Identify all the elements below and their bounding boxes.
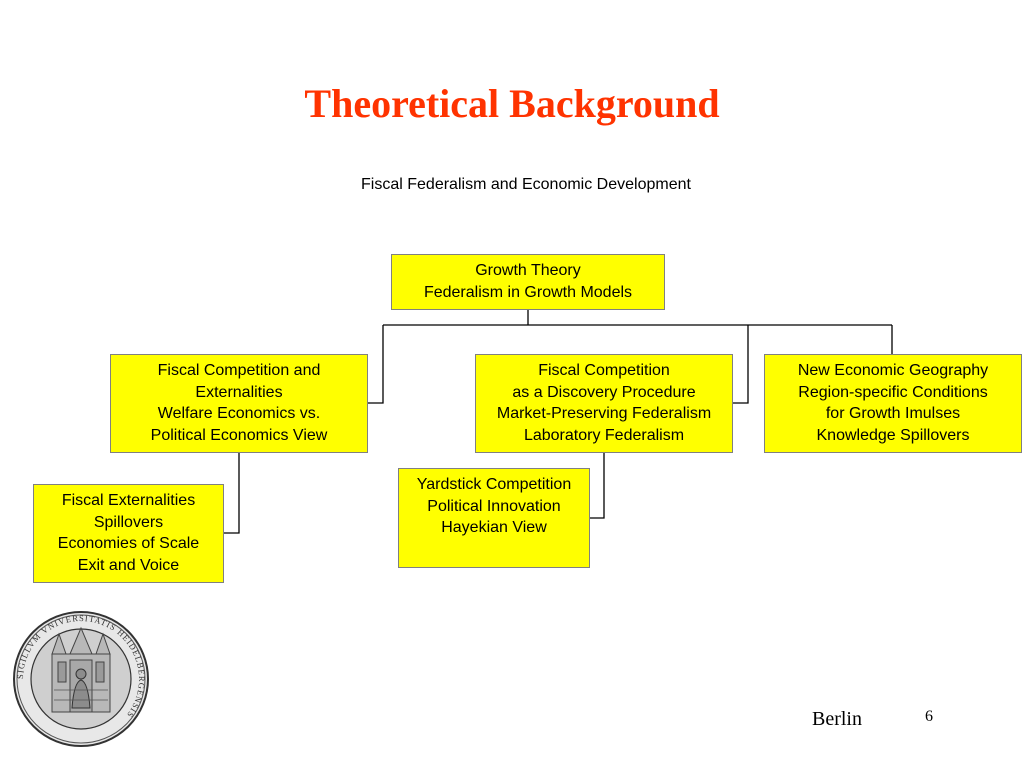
node-new-economic-geography: New Economic Geography Region-specific C… — [764, 354, 1022, 453]
node-yardstick-competition: Yardstick Competition Political Innovati… — [398, 468, 590, 568]
node-growth-theory: Growth Theory Federalism in Growth Model… — [391, 254, 665, 310]
node-line: Yardstick Competition — [416, 476, 572, 493]
node-fiscal-competition-discovery: Fiscal Competition as a Discovery Proced… — [475, 354, 733, 453]
node-line: for Growth Imulses — [825, 405, 961, 422]
node-line: Hayekian View — [441, 519, 547, 536]
node-line: Fiscal Externalities — [61, 492, 196, 509]
node-line: Externalities — [195, 383, 283, 401]
connector-to-fiscal-competition-discovery — [733, 325, 749, 404]
node-line: Knowledge Spillovers — [816, 426, 970, 444]
node-line: Welfare Economics vs. — [157, 405, 321, 422]
node-line: Political Economics View — [150, 426, 328, 444]
node-line: Exit and Voice — [77, 556, 180, 574]
page-number: 6 — [925, 708, 933, 725]
node-line: Region-specific Conditions — [798, 383, 988, 401]
node-line: Fiscal Competition and — [157, 362, 321, 379]
node-line: Market-Preserving Federalism — [496, 405, 712, 422]
node-line: Spillovers — [93, 513, 164, 531]
node-line: New Economic Geography — [797, 362, 989, 379]
node-line: Political Innovation — [427, 497, 561, 515]
node-fiscal-competition-externalities: Fiscal Competition and Externalities Wel… — [110, 354, 368, 453]
node-line: Economies of Scale — [57, 535, 200, 552]
node-line: as a Discovery Procedure — [512, 383, 696, 401]
connector-to-fiscal-externalities — [224, 453, 240, 534]
footer-location: Berlin — [812, 708, 862, 730]
node-line: Laboratory Federalism — [523, 426, 685, 444]
node-fiscal-externalities: Fiscal Externalities Spillovers Economie… — [33, 484, 224, 583]
university-seal-logo: SIGILLVM VNIVERSITATIS HEIDELBERGENSIS — [13, 611, 149, 747]
node-line: Growth Theory — [475, 262, 581, 279]
node-line: Federalism in Growth Models — [423, 283, 633, 301]
diagram-subtitle: Fiscal Federalism and Economic Developme… — [361, 176, 691, 193]
node-line: Fiscal Competition — [538, 362, 670, 379]
slide-title: Theoretical Background — [304, 81, 720, 126]
connector-to-yardstick-competition — [590, 453, 605, 519]
connector-to-fiscal-competition-externalities — [368, 325, 384, 404]
